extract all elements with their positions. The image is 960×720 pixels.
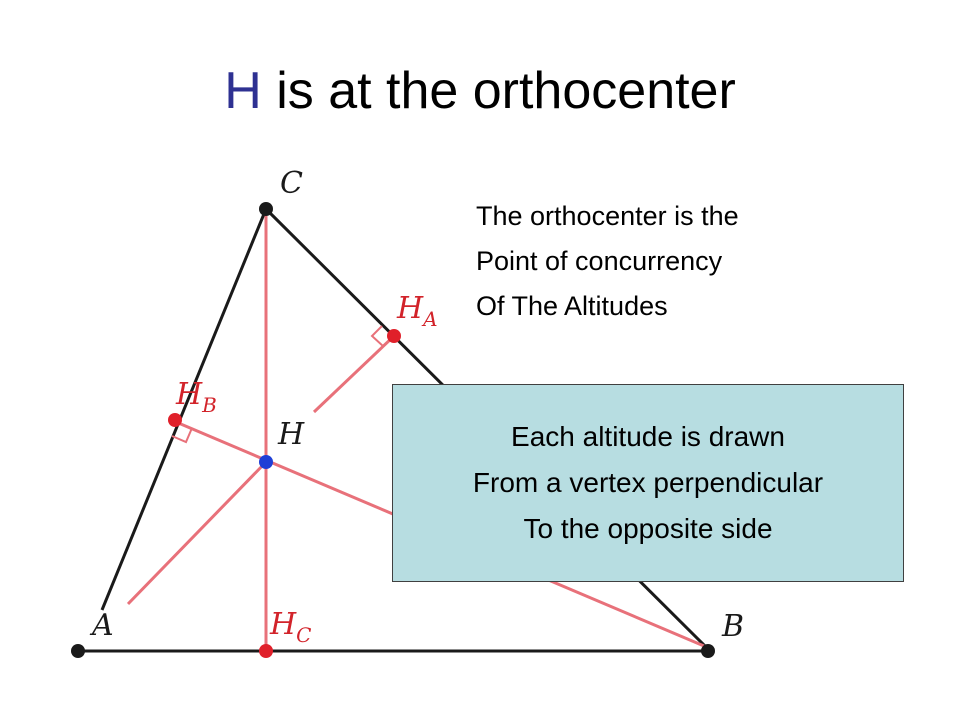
definition-line: Of The Altitudes: [476, 291, 668, 321]
altitude-a-upper: [312, 334, 396, 414]
foot-hb-point: [168, 413, 182, 427]
definition-text: The orthocenter is the Point of concurre…: [476, 194, 739, 329]
slide-title: H is at the orthocenter: [0, 56, 960, 126]
right-angle-marker-hb: [171, 427, 193, 444]
vertex-a-point: [71, 644, 85, 658]
vertex-b-point: [701, 644, 715, 658]
altitude-note-box: Each altitude is drawn From a vertex per…: [392, 384, 904, 582]
vertex-c-label: C: [280, 166, 303, 201]
right-angle-marker-ha: [370, 325, 385, 348]
note-line: To the opposite side: [523, 513, 773, 544]
title-accent: H: [224, 62, 262, 120]
vertex-c-point: [259, 202, 273, 216]
foot-ha-label: HA: [396, 291, 438, 331]
title-rest: is at the orthocenter: [261, 62, 736, 120]
note-line: From a vertex perpendicular: [472, 467, 824, 498]
side-ac: [100, 208, 268, 611]
orthocenter-label: H: [277, 417, 305, 452]
foot-ha-point: [387, 329, 401, 343]
foot-hc-point: [259, 644, 273, 658]
vertex-a-label: A: [89, 608, 114, 643]
vertex-b-label: B: [721, 609, 744, 644]
note-line: Each altitude is drawn: [511, 421, 785, 452]
altitude-a: [126, 460, 268, 606]
definition-line: The orthocenter is the: [476, 201, 739, 231]
foot-hc-label: HC: [269, 607, 311, 647]
foot-hb-label: HB: [175, 377, 217, 417]
orthocenter-point: [259, 455, 273, 469]
definition-line: Point of concurrency: [476, 246, 723, 276]
